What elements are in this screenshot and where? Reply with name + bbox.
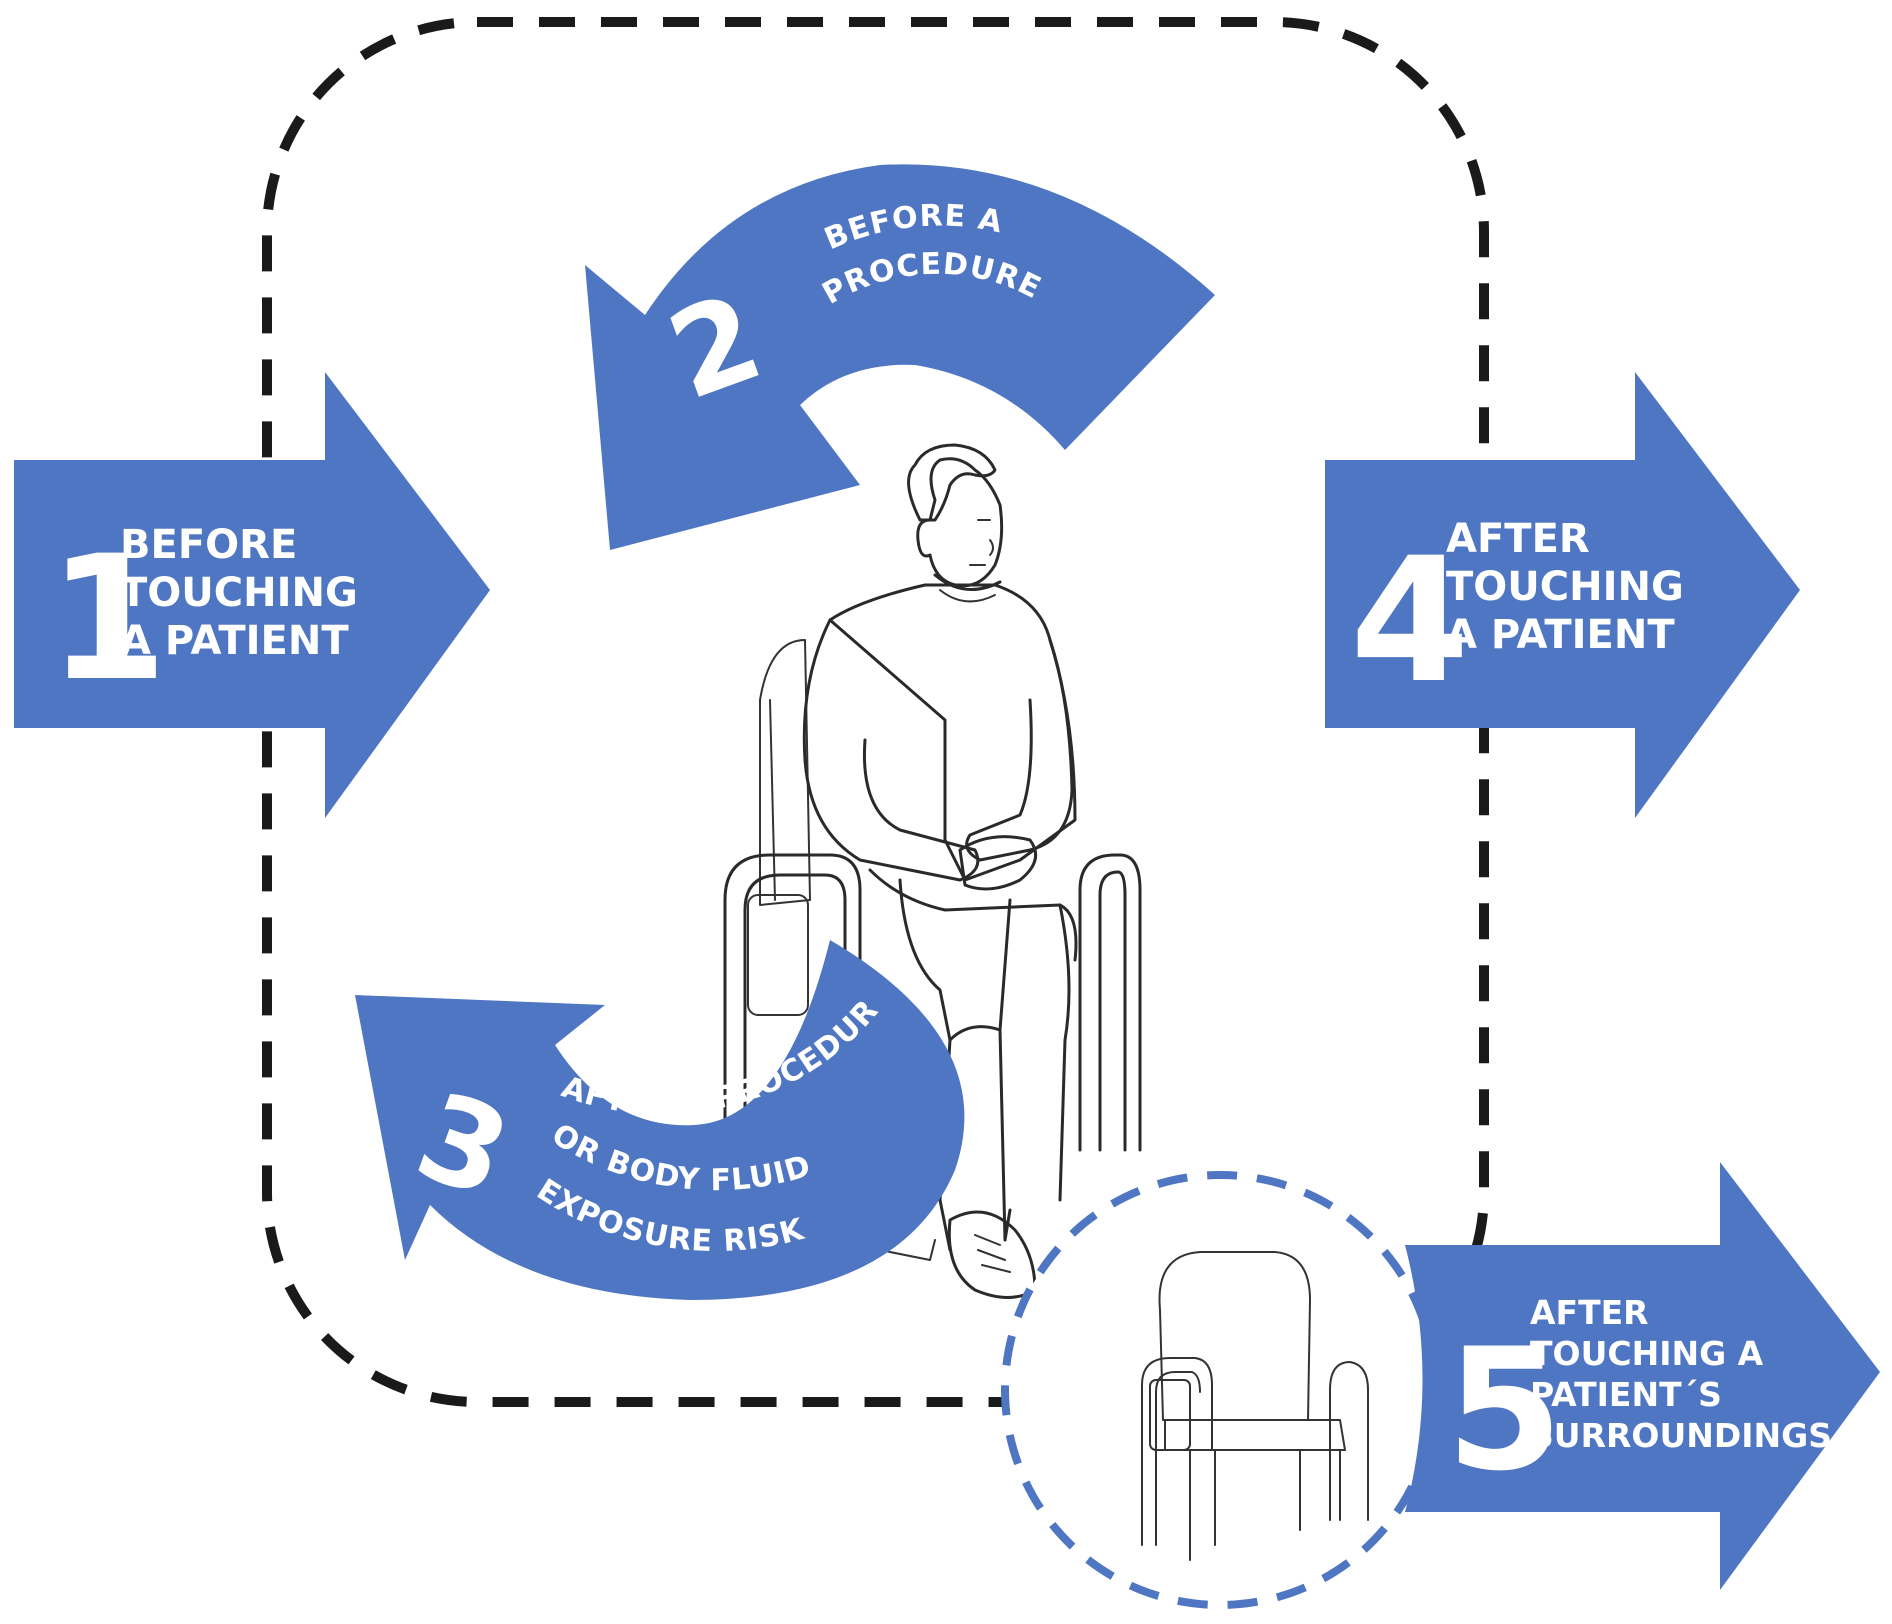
moment-2-arrow: 2 BEFORE A PROCEDURE (585, 164, 1215, 551)
moment-4-line-2: TOUCHING (1446, 564, 1684, 610)
seated-patient-icon (723, 443, 1142, 1299)
moment-4-number: 4 (1350, 520, 1470, 721)
moment-1-number: 1 (48, 518, 168, 719)
moment-5-line-3: PATIENT´S (1530, 1375, 1722, 1414)
moment-1-line-1: BEFORE (120, 522, 297, 568)
moment-5-arrow: 5 AFTER TOUCHING A PATIENT´S SURROUNDING… (1405, 1162, 1880, 1590)
patient-surroundings-zone (1001, 1171, 1439, 1609)
moment-4-arrow: 4 AFTER TOUCHING A PATIENT (1325, 372, 1800, 818)
empty-chair-icon (1141, 1251, 1369, 1561)
moment-4-line-1: AFTER (1446, 516, 1590, 562)
moment-5-line-4: SURROUNDINGS (1530, 1416, 1832, 1455)
moment-1-line-3: A PATIENT (120, 618, 349, 664)
moment-5-number: 5 (1446, 1312, 1563, 1508)
moment-4-line-3: A PATIENT (1446, 612, 1675, 658)
moment-1-line-2: TOUCHING (120, 570, 358, 616)
moment-5-line-1: AFTER (1530, 1293, 1649, 1332)
moment-1-arrow: 1 BEFORE TOUCHING A PATIENT (14, 372, 490, 818)
patient-zone-boundary (262, 17, 1489, 1407)
moment-5-line-2: TOUCHING A (1530, 1334, 1764, 1373)
